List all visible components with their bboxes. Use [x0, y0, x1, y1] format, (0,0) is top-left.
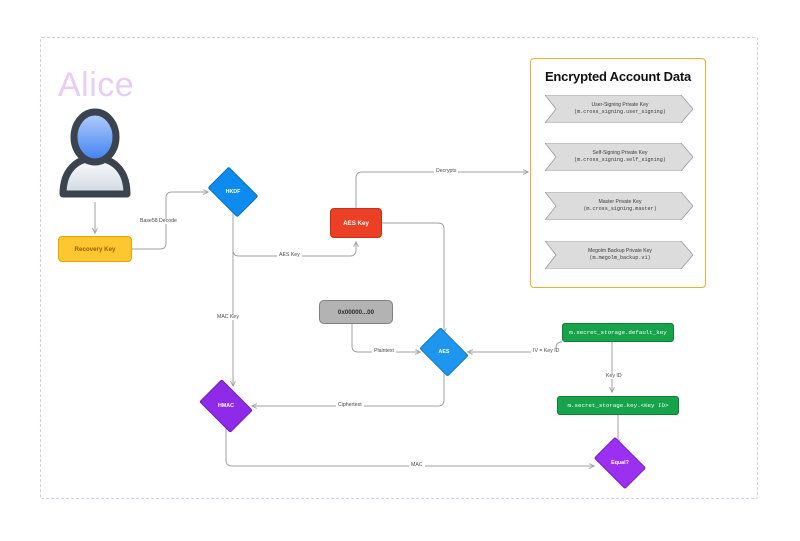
node-equal[interactable]: Equal? [593, 436, 647, 490]
edge-label-mac-key: MAC Key [215, 314, 241, 321]
chevron-event: (m.cross_signing.master) [583, 206, 657, 212]
edge-label-plaintext: Plaintext [372, 348, 396, 355]
panel-title: Encrypted Account Data [544, 69, 692, 84]
chevron-label: Self-Signing Private Key (m.cross_signin… [559, 143, 681, 171]
chevron-label: User-Signing Private Key (m.cross_signin… [559, 95, 681, 123]
edge-label-aes-key: AES Key [277, 252, 302, 259]
hkdf-label: HKDF [225, 189, 241, 195]
node-zero-block[interactable]: 0x00000...00 [319, 300, 393, 324]
user-avatar-icon [55, 104, 135, 200]
edge-label-key-id: Key ID [604, 373, 624, 380]
chevron-title: Megolm Backup Private Key [588, 248, 652, 255]
equal-label: Equal? [611, 460, 629, 466]
chevron-event: (m.cross_signing.user_signing) [574, 109, 666, 115]
chevron-self-signing-key[interactable]: Self-Signing Private Key (m.cross_signin… [545, 143, 693, 171]
node-default-key[interactable]: m.secret_storage.default_key [562, 323, 674, 342]
chevron-label: Megolm Backup Private Key (m.megolm_back… [559, 241, 681, 269]
chevron-user-signing-key[interactable]: User-Signing Private Key (m.cross_signin… [545, 95, 693, 123]
chevron-event: (m.megolm_backup.v1) [589, 255, 651, 261]
chevron-event: (m.cross_signing.self_signing) [574, 157, 666, 163]
node-storage-key[interactable]: m.secret_storage.key.<Key ID> [557, 396, 679, 415]
edge-label-ciphertext: Ciphertext [336, 402, 364, 409]
node-aes-key[interactable]: AES Key [330, 208, 382, 238]
diagram-frame [40, 37, 758, 499]
chevron-master-key[interactable]: Master Private Key (m.cross_signing.mast… [545, 192, 693, 220]
edge-label-base58-decode: Base58 Decode [138, 218, 179, 225]
chevron-title: User-Signing Private Key [591, 102, 649, 109]
node-hmac[interactable]: HMAC [199, 379, 253, 433]
edge-label-decrypts: Decrypts [434, 168, 459, 175]
chevron-label: Master Private Key (m.cross_signing.mast… [559, 192, 681, 220]
node-recovery-key[interactable]: Recovery Key [58, 236, 132, 262]
page-title: Alice [58, 66, 135, 104]
chevron-megolm-backup-key[interactable]: Megolm Backup Private Key (m.megolm_back… [545, 241, 693, 269]
aes-label: AES [438, 349, 450, 355]
edge-label-mac: MAC [409, 462, 425, 469]
chevron-title: Master Private Key [598, 199, 642, 206]
node-hkdf[interactable]: HKDF [207, 166, 259, 218]
encrypted-account-data-panel: Encrypted Account Data User-Signing Priv… [530, 58, 706, 288]
hmac-label: HMAC [218, 403, 234, 409]
node-aes[interactable]: AES [419, 327, 469, 377]
chevron-title: Self-Signing Private Key [592, 150, 648, 157]
edge-label-iv-key-id: IV = Key ID [531, 348, 562, 355]
